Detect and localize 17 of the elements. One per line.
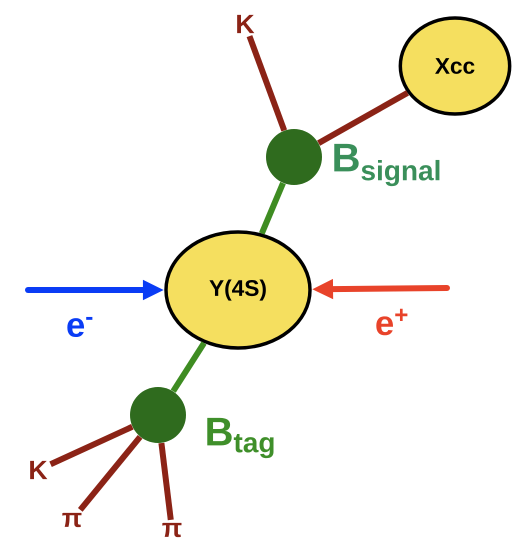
particle-label: π: [62, 512, 82, 528]
decay-line: [158, 442, 174, 520]
decay-vertex: [266, 129, 322, 185]
particle-label: π: [162, 522, 182, 538]
edge-label: e$^{-}$: [67, 316, 92, 338]
decay-line: [49, 424, 134, 467]
particle-label: K: [30, 460, 48, 480]
decay-line: [170, 341, 207, 393]
decay-line: [317, 90, 409, 146]
particle-label: K: [237, 14, 254, 34]
decay-line: [246, 35, 288, 132]
edge-label: e$^{+}$: [376, 308, 408, 336]
particle-label: B$_{tag}$: [207, 418, 274, 458]
decay-line: [259, 182, 286, 235]
particle-label: B$_{signal}$: [334, 144, 440, 186]
decay-line: [78, 434, 142, 512]
decay-vertex: [130, 387, 186, 443]
